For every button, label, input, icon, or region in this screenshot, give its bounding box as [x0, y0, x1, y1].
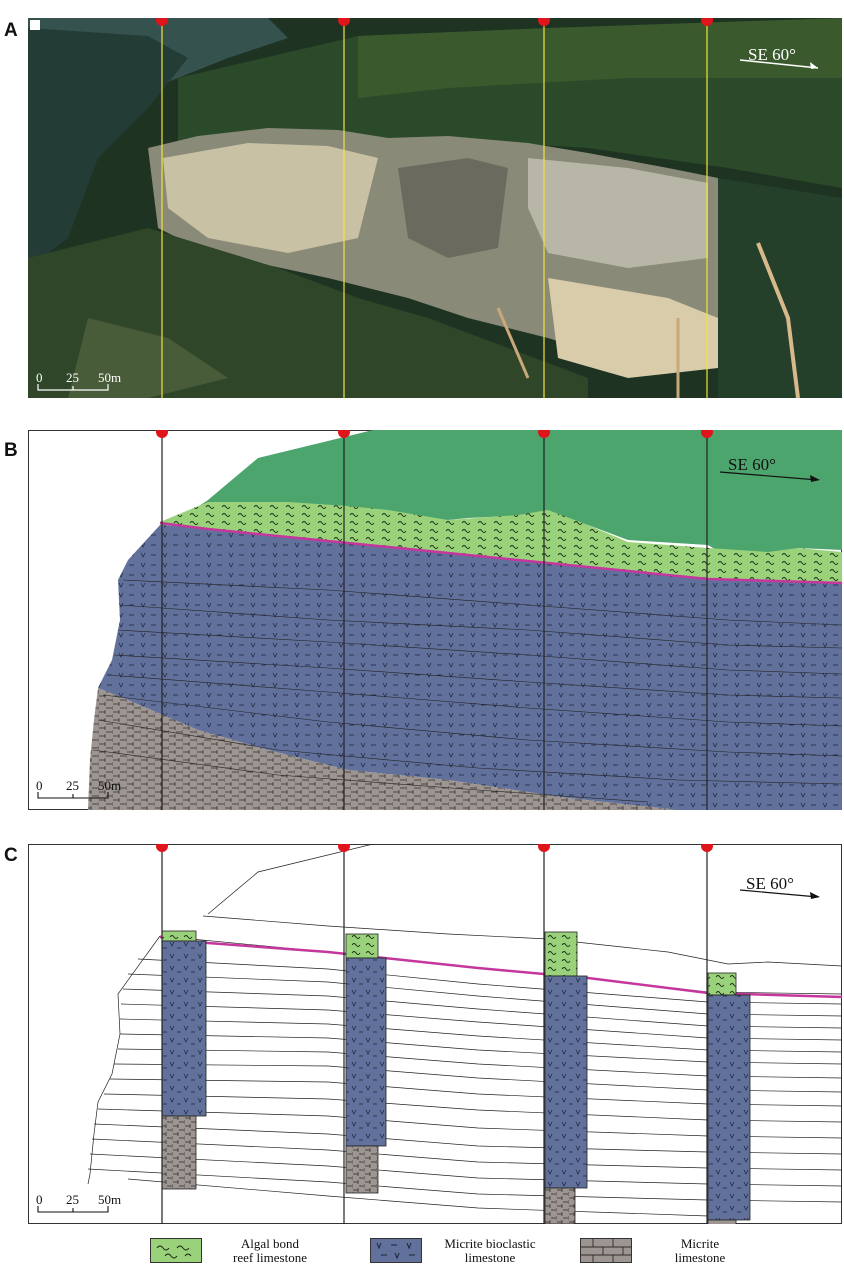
micrite-limestone-unit [88, 688, 678, 810]
well-marker-w10 [338, 430, 350, 438]
section-b-scale-bar: 0 25 50m [36, 778, 121, 799]
panel-c-letter: C [4, 845, 18, 866]
well-marker-w12 [701, 844, 713, 852]
panel-b-letter: B [4, 440, 18, 461]
section-c-scale-bar: 0 25 50m [36, 1192, 121, 1213]
well-column-w9 [161, 930, 207, 1190]
svg-text:0: 0 [36, 1192, 43, 1207]
svg-text:25: 25 [66, 778, 79, 793]
well-marker-w10 [338, 844, 350, 852]
well-correlation-panel: SE 60° 0 25 50m W9W10W11W12 [28, 844, 842, 1224]
well-column-w11 [544, 931, 588, 1224]
legend-micrite-swatch [580, 1238, 632, 1263]
well-label-w12: W12 [693, 18, 720, 20]
well-marker-w9 [156, 430, 168, 438]
well-correlation: SE 60° 0 25 50m W9W10W11W12 [28, 844, 842, 1224]
photo-well-lines: W9 W10 W11 W12 [152, 18, 721, 398]
well-marker-w9 [156, 18, 168, 26]
well-marker-w12 [701, 18, 713, 26]
svg-text:0: 0 [36, 778, 43, 793]
well-column-w12 [707, 972, 751, 1224]
svg-text:50m: 50m [98, 1192, 121, 1207]
legend-algal-swatch [150, 1238, 202, 1263]
section-c-direction-label: SE 60° [746, 874, 794, 893]
well-column-w10 [345, 933, 387, 1194]
algal-reef-unit [160, 502, 842, 582]
svg-text:0: 0 [36, 370, 43, 385]
well-marker-w9 [156, 844, 168, 852]
photo-direction-label: SE 60° [748, 45, 796, 64]
outcrop-photo-panel: SE 60° 0 25 50m W9 W10 W11 W12 [28, 18, 842, 398]
outcrop-photo: SE 60° 0 25 50m W9 W10 W11 W12 [28, 18, 842, 398]
bedding-lines [92, 579, 842, 803]
svg-text:50m: 50m [98, 370, 121, 385]
panel-a-letter: A [4, 20, 18, 41]
legend-bioclastic-swatch [370, 1238, 422, 1263]
well-marker-w11 [538, 18, 550, 26]
interpreted-section-panel: SE 60° 0 25 50m W9W10W11W12 [28, 430, 842, 810]
svg-text:25: 25 [66, 1192, 79, 1207]
well-label-w9: W9 [152, 18, 172, 20]
interpreted-section: SE 60° 0 25 50m W9W10W11W12 [28, 430, 842, 810]
svg-text:50m: 50m [98, 778, 121, 793]
well-marker-w12 [701, 430, 713, 438]
sequence-boundary-line [159, 521, 842, 585]
section-c-well-lines: W9W10W11W12 [156, 844, 713, 1224]
section-b-direction-label: SE 60° [728, 455, 776, 474]
well-marker-w10 [338, 18, 350, 26]
section-b-well-lines: W9W10W11W12 [156, 430, 713, 810]
well-marker-w11 [538, 430, 550, 438]
correlation-bedding-lines [87, 844, 842, 1217]
well-label-w10: W10 [330, 18, 357, 20]
photo-scale-bar: 0 25 50m [36, 370, 121, 391]
well-marker-w11 [538, 844, 550, 852]
well-label-w11: W11 [531, 18, 558, 20]
bioclastic-limestone-unit [98, 525, 842, 810]
svg-text:25: 25 [66, 370, 79, 385]
